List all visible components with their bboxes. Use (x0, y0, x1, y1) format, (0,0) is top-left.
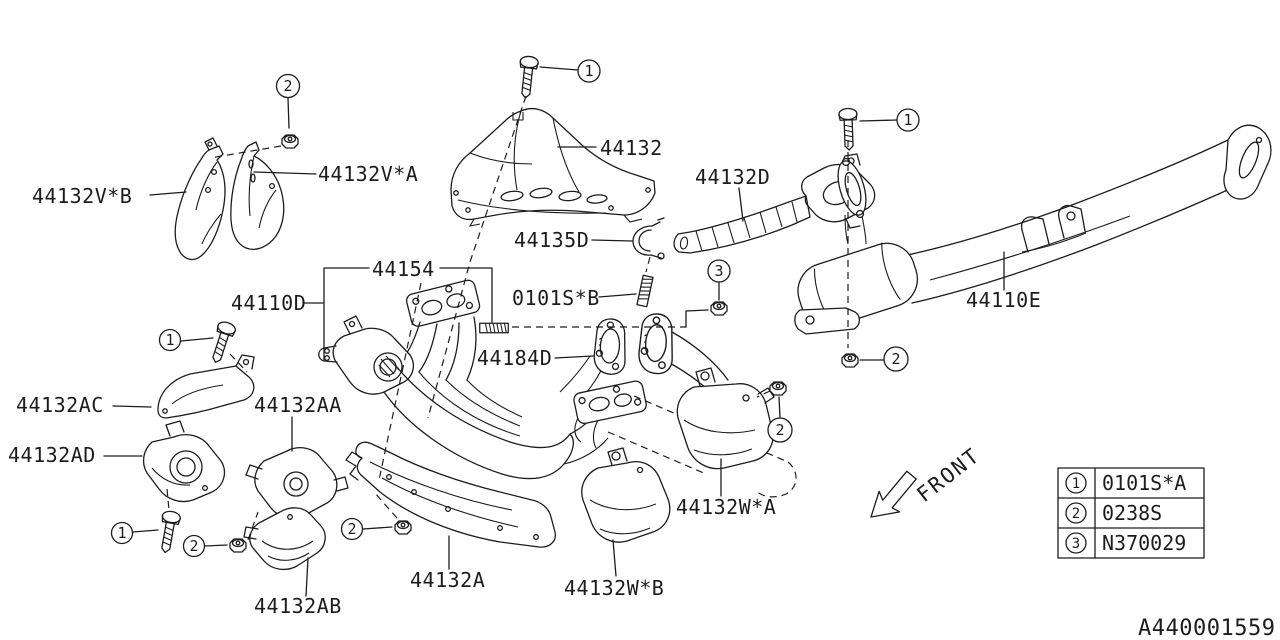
callout-number: 2 (347, 520, 356, 538)
stud-44154-drawing (479, 322, 509, 334)
callout-2[interactable]: 2 (275, 73, 301, 99)
nut-icon (841, 353, 859, 368)
legend-code: 0101S*A (1102, 471, 1186, 495)
callout-number: 2 (189, 537, 198, 555)
legend-num: 3 (1072, 536, 1080, 552)
callout-3[interactable]: 3 (707, 259, 731, 283)
nut-icon (394, 520, 412, 535)
part-label-0101sb[interactable]: 0101S*B (512, 286, 600, 310)
part-label-44132ac[interactable]: 44132AC (16, 393, 104, 417)
part-label-44135d[interactable]: 44135D (514, 228, 589, 252)
nut-icon (229, 538, 247, 553)
callout-number: 1 (165, 331, 174, 349)
legend-row-1[interactable]: 1 0101S*A (1065, 471, 1186, 495)
heat-cover-44132d-drawing (673, 153, 876, 254)
part-label-44132d[interactable]: 44132D (695, 165, 770, 189)
heat-shield-44132ac-drawing (157, 354, 255, 419)
legend-num: 1 (1072, 476, 1080, 492)
front-pipe-44110e-drawing (794, 124, 1272, 335)
legend-code: N370029 (1102, 531, 1186, 555)
heat-shield-44132ad-drawing (142, 420, 226, 503)
part-label-44184d[interactable]: 44184D (477, 346, 552, 370)
callout-number: 1 (903, 111, 912, 129)
callout-1[interactable]: 1 (158, 328, 182, 352)
callout-number: 1 (117, 524, 126, 542)
exhaust-diagram-artwork (142, 107, 1272, 571)
callout-number: 2 (891, 350, 900, 368)
legend-row-3[interactable]: 3 N370029 (1065, 531, 1186, 555)
callout-1[interactable]: 1 (577, 59, 601, 83)
part-label-44132ab[interactable]: 44132AB (254, 594, 342, 618)
heat-shield-44132a-drawing (345, 441, 556, 548)
part-labels: 44132V*B 44132V*A 44132 44132D 44135D 01… (8, 136, 1041, 618)
heat-shield-44132wa-drawing (676, 367, 775, 470)
nut-icon (281, 134, 299, 149)
clamp-44135d-drawing (632, 217, 665, 260)
legend-table: 1 0101S*A 2 0238S 3 N370029 (1057, 467, 1205, 559)
part-label-44132aa[interactable]: 44132AA (254, 393, 342, 417)
part-label-44154[interactable]: 44154 (372, 257, 435, 281)
bolt-icon (155, 509, 182, 555)
nut-icon (769, 381, 787, 396)
callout-1[interactable]: 1 (896, 108, 920, 132)
callout-number: 3 (714, 262, 723, 280)
callout-number: 2 (283, 77, 292, 95)
part-label-44132[interactable]: 44132 (600, 136, 663, 160)
callout-number: 2 (775, 421, 784, 439)
gasket-44184d-drawing (592, 312, 677, 376)
part-label-44132wb[interactable]: 44132W*B (564, 576, 664, 600)
callout-2[interactable]: 2 (340, 517, 364, 541)
callout-2[interactable]: 2 (883, 346, 909, 372)
manifold-44110d-drawing (318, 279, 609, 480)
bolt-icon (515, 54, 540, 100)
stud-0101sb-drawing (636, 274, 654, 308)
front-indicator: FRONT (870, 443, 985, 518)
callouts: 2 1 1 3 2 2 1 1 2 2 (110, 59, 920, 558)
part-label-44132vb[interactable]: 44132V*B (32, 184, 132, 208)
heat-shield-44132-drawing (450, 107, 656, 227)
legend-row-2[interactable]: 2 0238S (1065, 501, 1162, 525)
bolt-icon (206, 319, 238, 366)
diagram-id: A440001559 (1138, 616, 1275, 640)
callout-2[interactable]: 2 (767, 417, 793, 443)
assembly-dashed-lines (166, 95, 849, 541)
callout-1[interactable]: 1 (110, 521, 134, 545)
part-label-44132va[interactable]: 44132V*A (318, 162, 418, 186)
part-label-44110e[interactable]: 44110E (966, 288, 1041, 312)
heat-shield-44132va-drawing (230, 141, 285, 251)
front-arrow-icon (870, 470, 917, 518)
callout-number: 1 (584, 62, 593, 80)
part-label-44132ad[interactable]: 44132AD (8, 443, 96, 467)
front-label: FRONT (912, 443, 984, 507)
legend-num: 2 (1072, 506, 1080, 522)
part-label-44132wa[interactable]: 44132W*A (676, 495, 776, 519)
nut-icon (710, 301, 728, 316)
heat-shield-44132vb-drawing (174, 137, 226, 261)
legend-code: 0238S (1102, 501, 1162, 525)
part-label-44132a[interactable]: 44132A (410, 568, 485, 592)
part-label-44110d[interactable]: 44110D (231, 291, 306, 315)
callout-2[interactable]: 2 (182, 534, 206, 558)
heat-shield-44132wb-drawing (581, 447, 671, 543)
manifold-right-bank-drawing (573, 331, 797, 498)
